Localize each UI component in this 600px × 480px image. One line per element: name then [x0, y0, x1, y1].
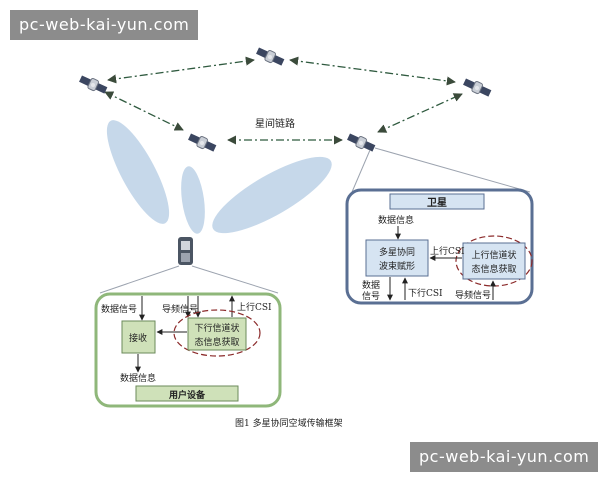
- beamforming-line-1: 多星协同: [379, 246, 415, 258]
- satellite-panel: 卫星 数据信息 多星协同 波束赋形 上行信道状 态信息获取 上行CSI 数据 信…: [345, 188, 534, 305]
- inter-satellite-link-label: 星间链路: [255, 117, 295, 130]
- connector-line-sat-left: [351, 149, 371, 193]
- uplink-csi-block: [462, 242, 526, 280]
- satellite-icon: [78, 74, 108, 95]
- satellite-icon: [346, 132, 376, 153]
- sat-uplink-csi-label: 上行CSI: [430, 245, 465, 257]
- watermark-top: pc-web-kai-yun.com: [10, 10, 199, 40]
- ue-data-signal-label: 数据信号: [101, 303, 137, 315]
- connector-line-right: [191, 265, 279, 294]
- user-equipment-panel: 数据信号 导频信号 上行CSI 接收 下行信道状 态信息获取 数据信息 用户设备: [94, 292, 282, 408]
- satellite-icon: [462, 77, 492, 98]
- watermark-bottom: pc-web-kai-yun.com: [410, 442, 599, 472]
- user-equipment-title-box: [135, 385, 239, 402]
- user-equipment-title: 用户设备: [168, 389, 206, 401]
- satellite-title: 卫星: [427, 197, 447, 209]
- connector-line-left: [99, 265, 180, 294]
- ue-uplink-csi-label: 上行CSI: [237, 301, 272, 313]
- uplink-block-line-1: 上行信道状: [471, 249, 516, 261]
- ue-pilot-signal-label: 导频信号: [162, 303, 198, 315]
- satellite-icon: [187, 132, 217, 153]
- connector-line-sat-right: [374, 147, 531, 193]
- sat-data-signal-line-2: 信号: [362, 290, 380, 302]
- receive-label: 接收: [129, 332, 147, 344]
- sat-pilot-signal-label: 导频信号: [455, 289, 491, 301]
- figure-caption: 图1 多星协同空域传输框架: [235, 417, 343, 429]
- sat-data-info-label: 数据信息: [378, 214, 414, 226]
- mobile-phone-icon: [178, 237, 193, 265]
- inter-satellite-links: [104, 56, 463, 145]
- satellite-title-box: [389, 193, 485, 210]
- beamforming-block: [365, 239, 429, 277]
- uplink-block-line-2: 态信息获取: [471, 263, 516, 275]
- beamforming-line-2: 波束赋形: [379, 260, 415, 272]
- ue-data-info-label: 数据信息: [120, 372, 156, 384]
- receive-block: [121, 320, 156, 354]
- sat-downlink-csi-label: 下行CSI: [408, 287, 443, 299]
- downlink-block-line-2: 态信息获取: [194, 336, 239, 348]
- downlink-block-line-1: 下行信道状: [194, 322, 239, 334]
- signal-beams: [106, 120, 332, 234]
- downlink-csi-block: [187, 317, 247, 351]
- sat-data-signal-line-1: 数据: [362, 279, 380, 291]
- satellite-icon: [255, 46, 285, 67]
